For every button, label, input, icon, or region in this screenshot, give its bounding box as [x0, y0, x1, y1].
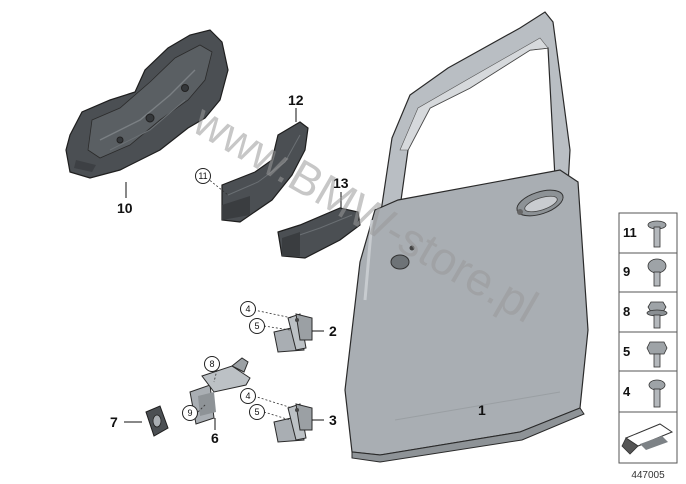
callout-5-upper-text: 5 [254, 321, 259, 331]
callout-4-upper-text: 4 [245, 304, 250, 314]
legend-label-2: 8 [623, 304, 630, 319]
callout-4-lower: 4 [240, 388, 256, 404]
callout-9-text: 9 [187, 408, 192, 418]
bracket-13-part [277, 207, 361, 259]
label-part-7: 7 [110, 414, 118, 430]
label-part-10: 10 [117, 200, 133, 216]
flag-arrow-icon [621, 423, 674, 455]
callout-4-upper: 4 [240, 301, 256, 317]
label-part-3: 3 [329, 412, 337, 428]
callout-5-upper: 5 [249, 318, 265, 334]
legend-label-4: 4 [623, 384, 631, 399]
label-part-12: 12 [288, 92, 304, 108]
callout-8: 8 [204, 356, 220, 372]
callout-11-text: 11 [198, 171, 207, 181]
label-part-6: 6 [211, 430, 219, 446]
callout-8-text: 8 [209, 359, 214, 369]
hinge-lower-part [273, 403, 313, 443]
hex-flange-bolt-icon [646, 301, 668, 329]
callout-5-lower-text: 5 [254, 407, 259, 417]
door-panel [344, 11, 589, 463]
callout-5-lower: 5 [249, 404, 265, 420]
torx-screw-icon [647, 220, 667, 248]
callout-9: 9 [182, 405, 198, 421]
callout-11: 11 [195, 168, 211, 184]
door-check-part [189, 357, 251, 425]
legend-label-0: 11 [623, 225, 637, 240]
reference-number: 447005 [631, 470, 665, 481]
hinge-upper-part [273, 313, 313, 353]
label-part-1: 1 [478, 402, 486, 418]
legend-label-1: 9 [623, 264, 630, 279]
label-part-13: 13 [333, 175, 349, 191]
callout-leaders [197, 177, 293, 421]
bracket-12-part [221, 121, 309, 223]
trim-carrier-part [65, 29, 229, 179]
seal-grommet-part [145, 405, 169, 437]
label-part-2: 2 [329, 323, 337, 339]
round-head-screw-icon [647, 258, 667, 287]
fastener-legend: 11 9 8 5 4 [618, 212, 678, 464]
hex-bolt-icon [646, 341, 668, 368]
legend-label-3: 5 [623, 344, 630, 359]
torx-bolt-icon [648, 379, 666, 408]
callout-4-lower-text: 4 [245, 391, 250, 401]
